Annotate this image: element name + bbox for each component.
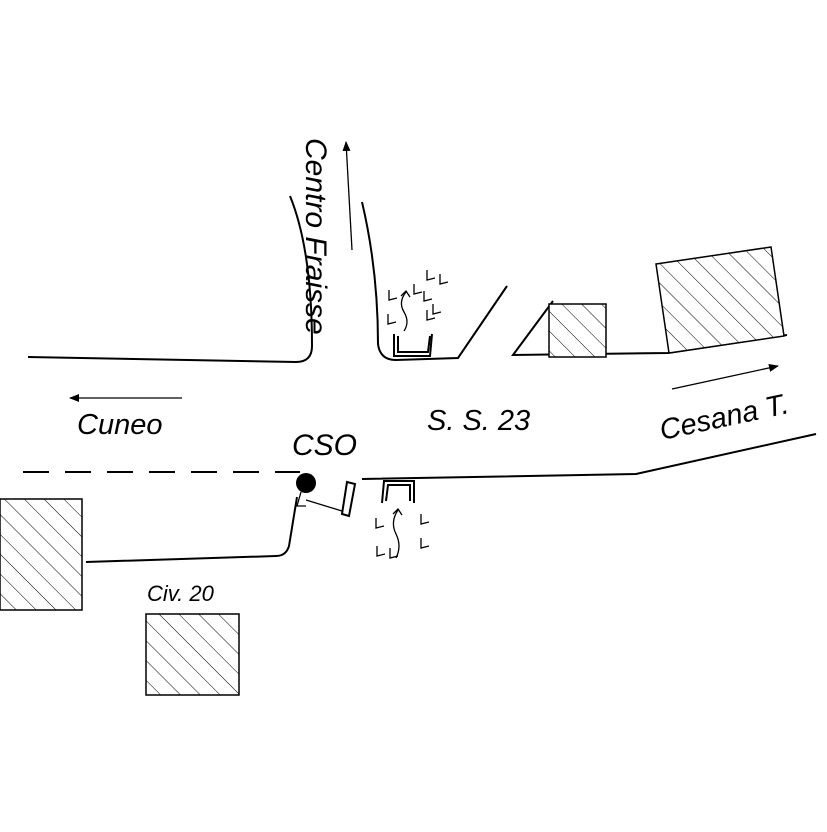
label-cesana: Cesana T. xyxy=(657,388,792,447)
drain-inlet-icon-south xyxy=(375,480,430,559)
side-road-edge-east xyxy=(361,201,508,362)
label-cuneo: Cuneo xyxy=(77,409,162,441)
arrow-icon-north xyxy=(342,141,353,251)
outfall-gate xyxy=(340,480,357,518)
drain-inlet-icon-north xyxy=(387,270,449,357)
cso-outfall xyxy=(296,473,357,518)
label-civ-20: Civ. 20 xyxy=(147,581,215,606)
outfall-pipe xyxy=(296,491,343,512)
road-edge-south-east xyxy=(361,433,817,480)
label-cso: CSO xyxy=(292,429,357,462)
building-west xyxy=(0,498,83,611)
label-centro-fraisse: Centro Fraisse xyxy=(299,138,332,335)
road-edge-south-west xyxy=(85,496,298,563)
road-edges xyxy=(23,195,817,563)
buildings xyxy=(0,246,785,696)
building-north-east xyxy=(655,246,785,354)
building-small-north xyxy=(548,303,607,358)
filled-circle-icon xyxy=(296,473,316,493)
arrow-icon-east xyxy=(671,363,779,390)
label-ss23: S. S. 23 xyxy=(427,405,530,437)
direction-arrows xyxy=(69,141,779,402)
building-civ-20 xyxy=(145,613,240,696)
road-edge-north-west xyxy=(27,195,314,364)
